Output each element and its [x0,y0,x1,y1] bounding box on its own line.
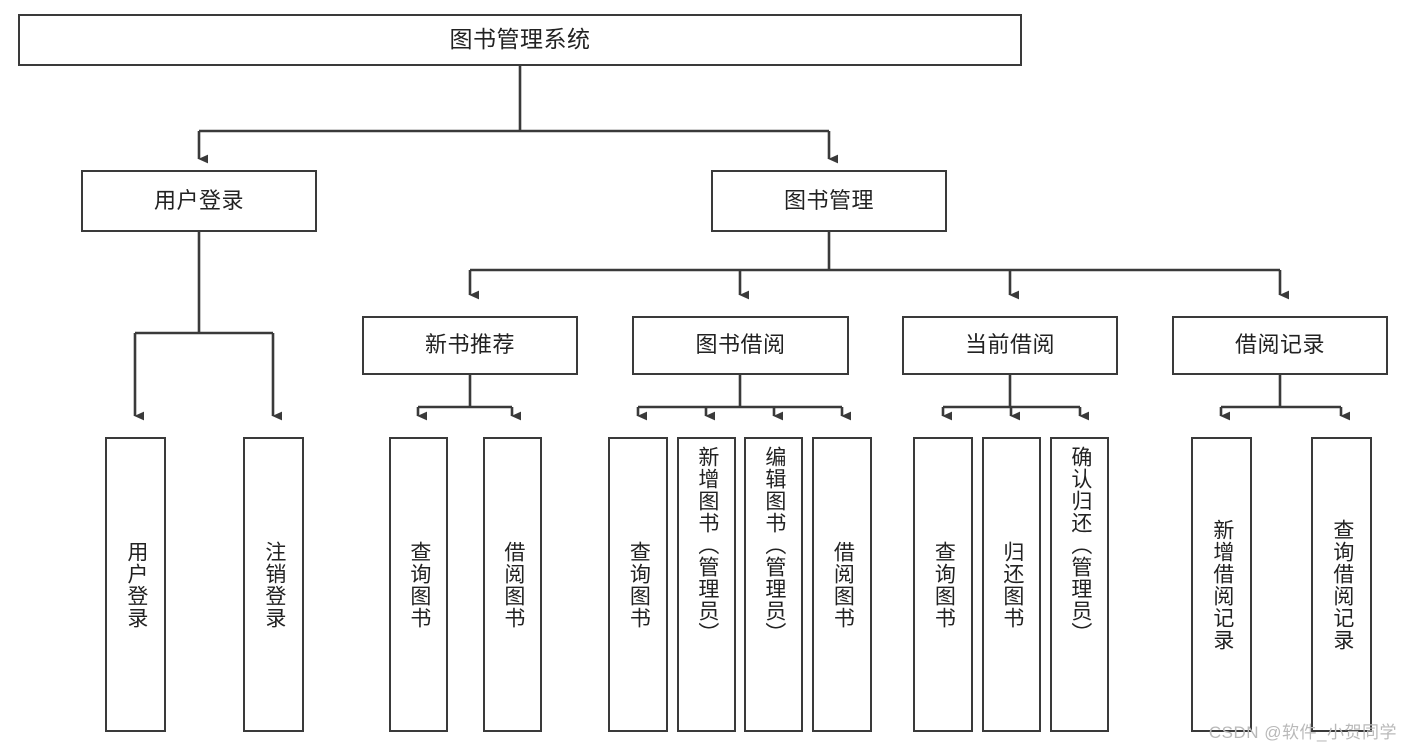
node-leaf-query-book-1[interactable]: 查询图书 [389,437,448,732]
watermark-text: CSDN @软件_小贺同学 [1208,723,1397,742]
node-leaf-add-borrow-record-label: 新增借阅记录 [1210,518,1234,651]
node-leaf-user-login[interactable]: 用户登录 [105,437,166,732]
node-leaf-query-book-2-label: 查询图书 [627,540,651,629]
node-leaf-query-book-3-label: 查询图书 [932,540,956,629]
node-current-borrow-label: 当前借阅 [964,332,1055,358]
node-leaf-query-borrow-record[interactable]: 查询借阅记录 [1311,437,1372,732]
node-current-borrow[interactable]: 当前借阅 [902,316,1118,375]
node-leaf-query-book-2[interactable]: 查询图书 [608,437,668,732]
node-new-book-recommend[interactable]: 新书推荐 [362,316,578,375]
node-leaf-add-book-admin-label: 新增图书（管理员） [695,446,719,644]
node-leaf-return-book[interactable]: 归还图书 [982,437,1041,732]
node-book-manage-label: 图书管理 [783,187,874,213]
node-root[interactable]: 图书管理系统 [18,14,1022,66]
node-leaf-user-login-label: 用户登录 [124,540,148,629]
node-leaf-user-logout[interactable]: 注销登录 [243,437,304,732]
node-user-login[interactable]: 用户登录 [81,170,317,232]
node-root-label: 图书管理系统 [449,26,591,53]
node-leaf-query-book-1-label: 查询图书 [407,540,431,629]
node-leaf-return-book-label: 归还图书 [1000,540,1024,629]
node-leaf-add-borrow-record[interactable]: 新增借阅记录 [1191,437,1252,732]
node-borrow-record[interactable]: 借阅记录 [1172,316,1388,375]
node-leaf-borrow-book-2-label: 借阅图书 [831,540,855,629]
node-leaf-query-borrow-record-label: 查询借阅记录 [1330,518,1354,651]
node-leaf-query-book-3[interactable]: 查询图书 [913,437,973,732]
node-leaf-borrow-book-2[interactable]: 借阅图书 [812,437,872,732]
node-book-borrow-label: 图书借阅 [695,332,786,358]
node-new-book-recommend-label: 新书推荐 [424,332,515,358]
node-book-manage[interactable]: 图书管理 [711,170,947,232]
node-book-borrow[interactable]: 图书借阅 [632,316,849,375]
node-borrow-record-label: 借阅记录 [1234,332,1325,358]
node-user-login-label: 用户登录 [153,187,244,213]
node-leaf-borrow-book-1[interactable]: 借阅图书 [483,437,542,732]
node-leaf-confirm-return-admin-label: 确认归还（管理员） [1068,446,1092,644]
node-leaf-borrow-book-1-label: 借阅图书 [501,540,525,629]
node-leaf-edit-book-admin-label: 编辑图书（管理员） [762,446,786,644]
node-leaf-edit-book-admin[interactable]: 编辑图书（管理员） [744,437,803,732]
node-leaf-confirm-return-admin[interactable]: 确认归还（管理员） [1050,437,1109,732]
node-leaf-user-logout-label: 注销登录 [262,540,286,629]
node-leaf-add-book-admin[interactable]: 新增图书（管理员） [677,437,736,732]
